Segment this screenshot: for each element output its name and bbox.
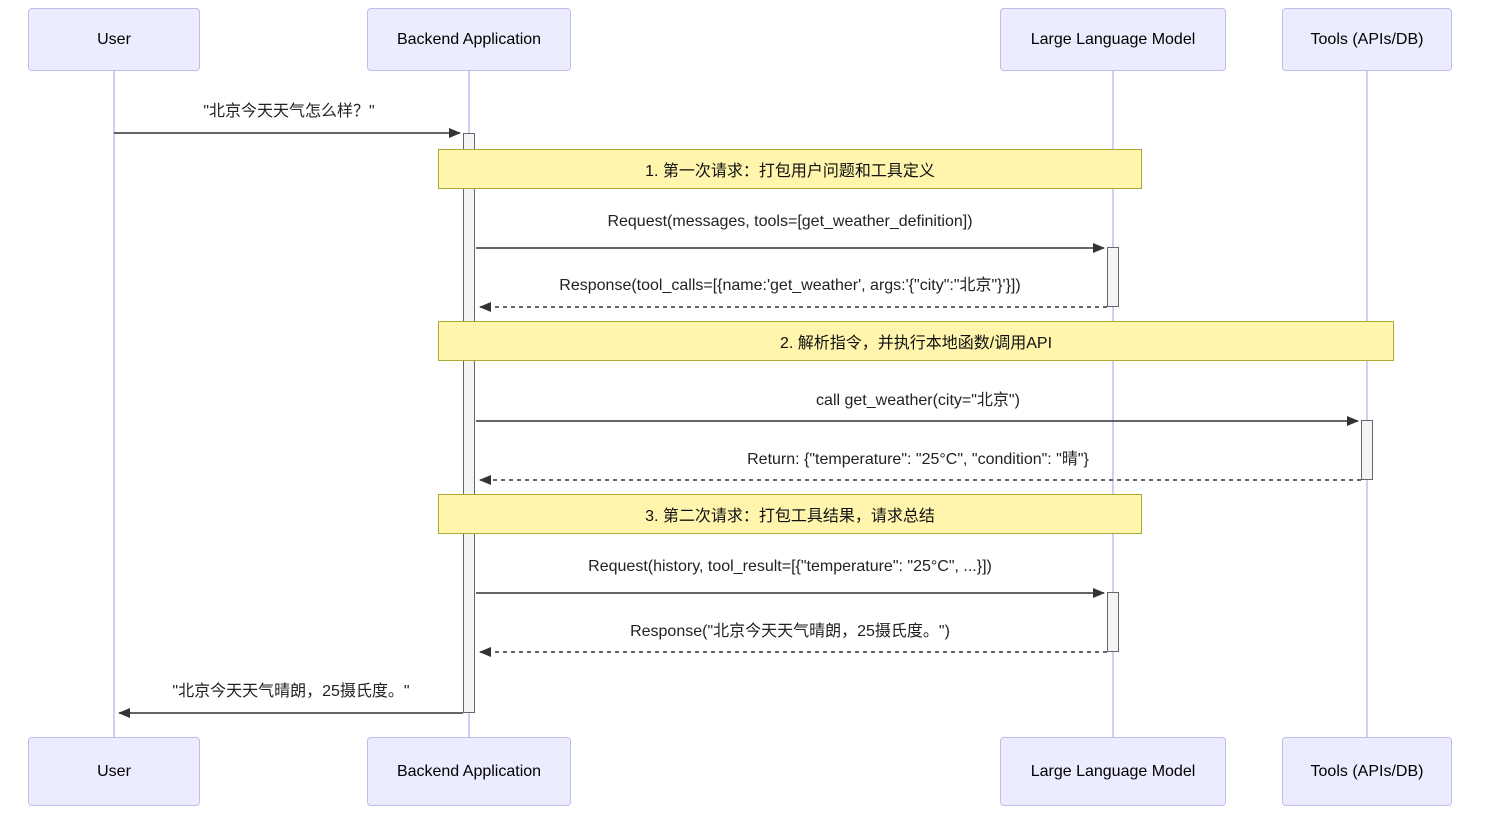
activation-llm-first: [1107, 247, 1119, 307]
lifeline-llm: [1112, 71, 1114, 737]
actor-llm-bottom: Large Language Model: [1000, 737, 1226, 806]
activation-llm-second: [1107, 592, 1119, 652]
message-user-question: "北京今天天气怎么样？": [203, 103, 375, 120]
lifeline-tools: [1366, 71, 1368, 737]
actor-tools-top: Tools (APIs/DB): [1282, 8, 1452, 71]
actor-user-top: User: [28, 8, 200, 71]
message-final-answer: "北京今天天气晴朗，25摄氏度。": [172, 683, 410, 700]
message-request-1: Request(messages, tools=[get_weather_def…: [607, 213, 973, 230]
actor-llm-top: Large Language Model: [1000, 8, 1226, 71]
actor-user-bottom: User: [28, 737, 200, 806]
message-response-2: Response("北京今天天气晴朗，25摄氏度。"): [630, 623, 950, 640]
actor-backend-bottom: Backend Application: [367, 737, 571, 806]
lifeline-user: [113, 71, 115, 737]
actor-backend-top: Backend Application: [367, 8, 571, 71]
message-request-2: Request(history, tool_result=[{"temperat…: [588, 558, 992, 575]
note-second-request: 3. 第二次请求：打包工具结果，请求总结: [438, 494, 1142, 534]
actor-tools-bottom: Tools (APIs/DB): [1282, 737, 1452, 806]
activation-backend: [463, 133, 475, 713]
message-response-1: Response(tool_calls=[{name:'get_weather'…: [559, 277, 1021, 294]
message-call-tool: call get_weather(city="北京"): [816, 392, 1020, 409]
note-parse-execute: 2. 解析指令，并执行本地函数/调用API: [438, 321, 1394, 361]
activation-tools: [1361, 420, 1373, 480]
message-return-tool: Return: {"temperature": "25°C", "conditi…: [747, 451, 1089, 468]
note-first-request: 1. 第一次请求：打包用户问题和工具定义: [438, 149, 1142, 189]
